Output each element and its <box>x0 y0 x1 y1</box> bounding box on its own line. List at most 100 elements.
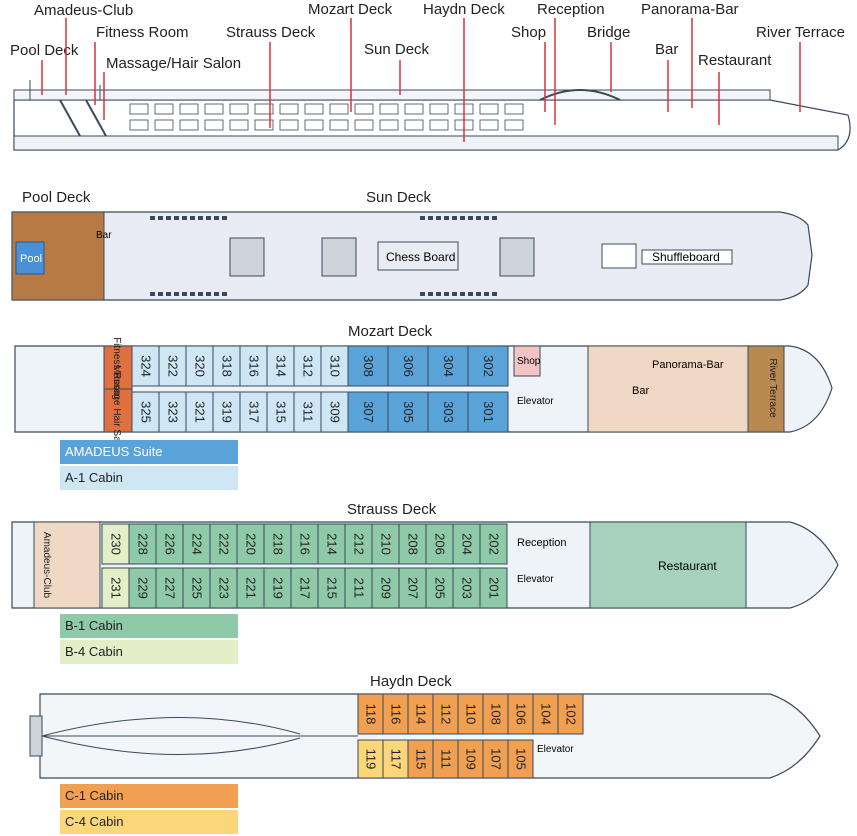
pool-area <box>15 241 45 275</box>
sun-deck-plan: Pool Bar Chess Board Shuffleboard <box>11 211 813 301</box>
strauss-cabin-227 <box>155 567 184 609</box>
bench <box>190 292 195 296</box>
bench <box>460 292 465 296</box>
label-bridge: Bridge <box>587 24 631 41</box>
strauss-cabin-number: 210 <box>379 533 394 555</box>
label-shop: Shop <box>511 24 547 41</box>
window <box>304 103 324 115</box>
window <box>329 103 349 115</box>
mozart-cabin-318 <box>212 345 241 387</box>
bench <box>174 216 179 220</box>
strauss-cabin-number: 204 <box>460 533 475 555</box>
bench <box>452 292 457 296</box>
legend-a1-cabin: A-1 Cabin <box>60 466 238 490</box>
window <box>329 119 349 131</box>
mozart-cabins: 3243253223233203213183193163173143153123… <box>111 337 778 455</box>
haydn-cabin-number: 108 <box>489 703 504 725</box>
legend-b1-cabin: B-1 Cabin <box>60 614 238 638</box>
window <box>179 103 199 115</box>
bench <box>174 292 179 296</box>
bench <box>150 292 155 296</box>
bench <box>198 216 203 220</box>
strauss-cabin-209 <box>371 567 400 609</box>
mozart-cabin-number: 325 <box>139 401 154 423</box>
mozart-cabin-number: 303 <box>441 401 456 423</box>
haydn-cabin-number: 114 <box>414 704 429 725</box>
strauss-cabin-number: 230 <box>109 533 124 555</box>
strauss-cabin-204 <box>452 523 481 565</box>
strauss-cabin-number: 217 <box>298 577 313 599</box>
strauss-cabin-number: 221 <box>244 577 259 599</box>
strauss-cabin-number: 229 <box>136 577 151 599</box>
bench <box>150 216 155 220</box>
label-haydn-deck: Haydn Deck <box>423 1 505 18</box>
mozart-cabin-number: 301 <box>481 401 496 423</box>
legend-c1-cabin: C-1 Cabin <box>60 784 238 808</box>
haydn-elevator-label: Elevator <box>537 744 574 755</box>
label-reception: Reception <box>537 1 605 18</box>
strauss-cabin-212 <box>344 523 373 565</box>
label-pool-deck: Pool Deck <box>10 42 79 59</box>
bench <box>444 216 449 220</box>
strauss-deck-plan: Reception Elevator Restaurant 2302312282… <box>11 521 839 609</box>
haydn-cabin-number: 110 <box>464 704 479 725</box>
strauss-cabin-230 <box>101 523 130 565</box>
window <box>279 119 299 131</box>
strauss-cabin-224 <box>182 523 211 565</box>
strauss-cabin-number: 231 <box>109 577 124 599</box>
window <box>129 119 149 131</box>
strauss-cabin-207 <box>398 567 427 609</box>
strauss-cabin-number: 225 <box>190 577 205 599</box>
bench <box>182 216 187 220</box>
strauss-cabin-220 <box>236 523 265 565</box>
strauss-cabin-number: 223 <box>217 577 232 599</box>
label-river-terrace: River Terrace <box>756 24 845 41</box>
mozart-cabin-number: 321 <box>193 401 208 423</box>
strauss-cabin-number: 226 <box>163 533 178 555</box>
mozart-cabin-number: 317 <box>247 401 262 423</box>
mozart-cabin-number: 324 <box>139 355 154 377</box>
label-fitness-room: Fitness Room <box>96 24 189 41</box>
window <box>404 119 424 131</box>
bench <box>166 216 171 220</box>
mozart-deck-title: Mozart Deck <box>348 323 433 340</box>
label-sun-deck: Sun Deck <box>364 41 430 58</box>
haydn-cabin-number: 111 <box>439 749 454 769</box>
window <box>429 103 449 115</box>
mozart-cabin-number: 308 <box>361 355 376 377</box>
label-bar: Bar <box>655 41 679 58</box>
mozart-cabin-301 <box>467 391 509 433</box>
haydn-cabin-number: 112 <box>439 704 454 725</box>
mozart-cabin-321 <box>185 391 214 433</box>
mozart-cabin-number: 323 <box>166 401 181 423</box>
mozart-cabin-number: 305 <box>401 401 416 423</box>
bench <box>436 292 441 296</box>
haydn-cabin-number: 116 <box>389 704 404 725</box>
label-restaurant: Restaurant <box>698 52 772 69</box>
sun-pool-deck-title: Pool Deck <box>22 189 91 206</box>
panorama-bar-label: Panorama-Bar <box>652 359 724 371</box>
window <box>154 119 174 131</box>
haydn-cabin-number: 102 <box>564 703 579 725</box>
bench <box>484 292 489 296</box>
strauss-cabin-225 <box>182 567 211 609</box>
sun-benches <box>150 216 497 296</box>
bench <box>452 216 457 220</box>
strauss-cabin-214 <box>317 523 346 565</box>
strauss-cabin-number: 203 <box>460 577 475 599</box>
mozart-cabin-number: 319 <box>220 401 235 423</box>
mozart-cabin-number: 320 <box>193 355 208 377</box>
haydn-cabin-105 <box>507 739 534 779</box>
bench <box>492 216 497 220</box>
haydn-deck-title: Haydn Deck <box>370 673 452 690</box>
mozart-cabin-number: 304 <box>441 355 456 377</box>
strauss-cabin-number: 215 <box>325 577 340 599</box>
mozart-cabin-number: 316 <box>247 355 262 377</box>
window <box>479 103 499 115</box>
restaurant-label: Restaurant <box>658 559 717 573</box>
strauss-cabin-222 <box>209 523 238 565</box>
bench <box>468 292 473 296</box>
bench <box>428 216 433 220</box>
bench <box>444 292 449 296</box>
